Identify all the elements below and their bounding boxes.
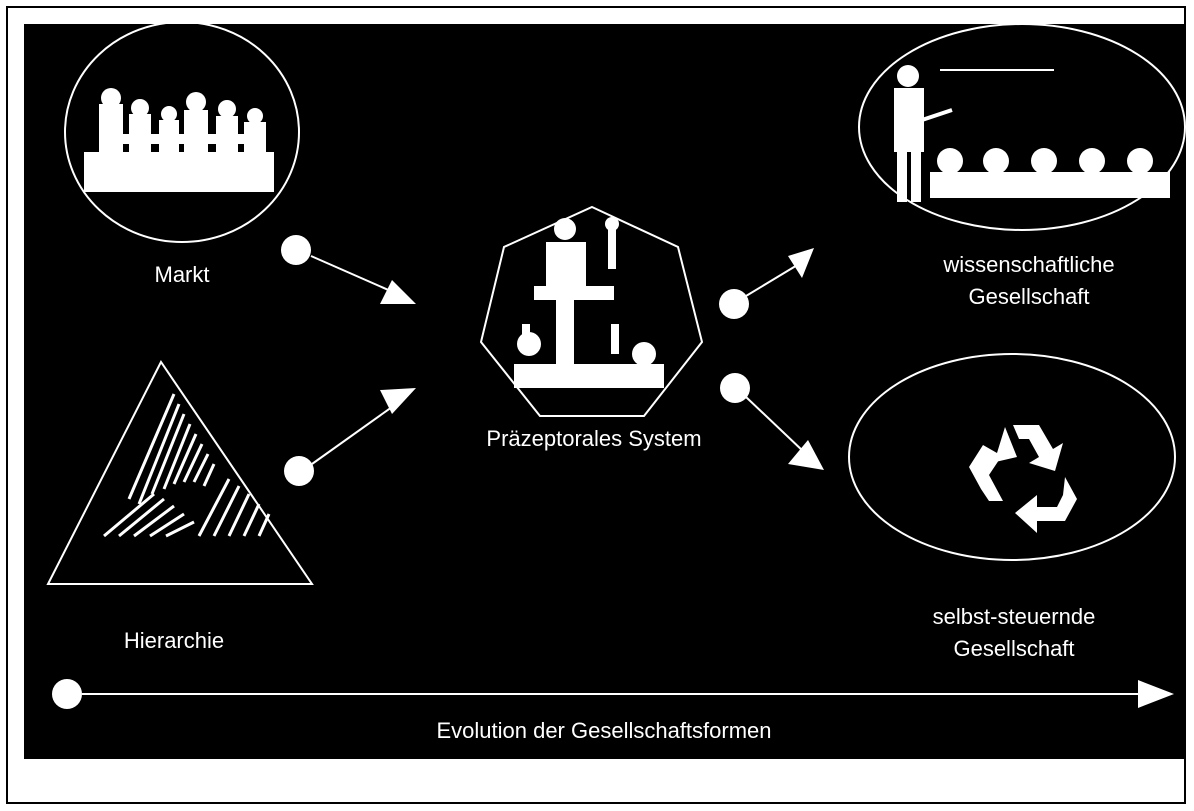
arrow-praezeptoral-to-selbststeuernd bbox=[720, 373, 824, 470]
markt-node bbox=[64, 24, 300, 243]
meeting-group-icon bbox=[84, 88, 274, 192]
page-frame: Markt Hierarchie Präzeptorales System wi… bbox=[6, 6, 1186, 804]
hierarchy-pyramid-icon bbox=[103, 393, 271, 538]
praezeptoral-heptagon bbox=[479, 205, 704, 417]
wissenschaftlich-ellipse bbox=[858, 24, 1186, 231]
wissenschaftlich-label-line1: wissenschaftliche bbox=[943, 252, 1115, 277]
speaker-at-podium-icon bbox=[514, 217, 664, 388]
hierarchie-node bbox=[46, 360, 314, 585]
arrow-hierarchie-to-praezeptoral bbox=[284, 388, 416, 486]
selbststeuernd-label-line1: selbst-steuernde bbox=[932, 604, 1096, 629]
hierarchie-label: Hierarchie bbox=[123, 628, 225, 653]
praezeptoral-node bbox=[479, 205, 704, 417]
arrow-praezeptoral-to-wissenschaftlich bbox=[719, 248, 814, 319]
wissenschaftlich-node bbox=[858, 24, 1186, 231]
markt-label: Markt bbox=[154, 262, 210, 287]
selbststeuernd-ellipse bbox=[848, 353, 1176, 561]
diagram-canvas bbox=[46, 24, 1186, 709]
selbststeuernd-label-line2: Gesellschaft bbox=[953, 636, 1075, 661]
lecturer-audience-icon bbox=[894, 65, 1170, 202]
markt-circle bbox=[64, 24, 300, 243]
diagram-panel: Markt Hierarchie Präzeptorales System wi… bbox=[24, 24, 1186, 759]
praezeptoral-label: Präzeptorales System bbox=[486, 426, 702, 451]
selbststeuernd-node bbox=[848, 353, 1176, 561]
timeline-label: Evolution der Gesellschaftsformen bbox=[436, 718, 772, 743]
hierarchie-triangle bbox=[46, 360, 314, 585]
wissenschaftlich-label-line2: Gesellschaft bbox=[968, 284, 1090, 309]
recycle-icon bbox=[969, 425, 1077, 533]
timeline-arrow bbox=[52, 679, 1174, 709]
arrow-markt-to-praezeptoral bbox=[281, 235, 416, 304]
